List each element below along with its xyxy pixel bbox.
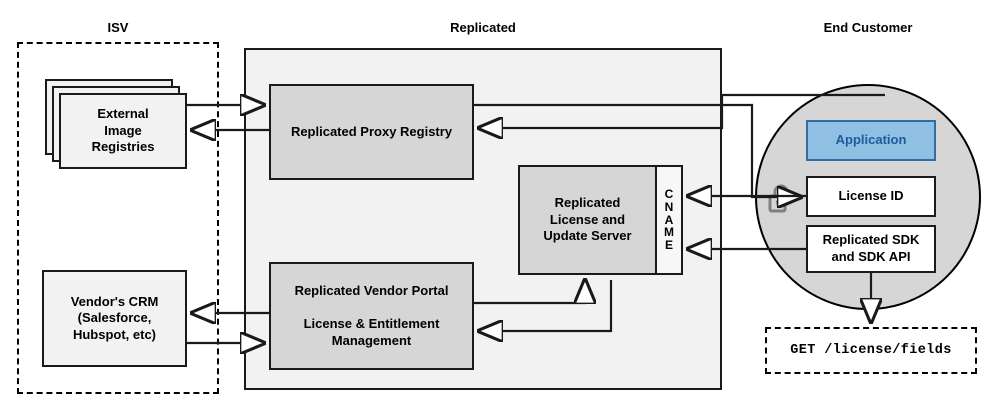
cname-letter-e: E [664, 238, 673, 253]
node-external-image-registries[interactable]: External Image Registries [59, 93, 187, 169]
node-replicated-vendor-portal[interactable]: Replicated Vendor Portal License & Entit… [269, 262, 474, 370]
cname-letter-m: M [664, 225, 674, 240]
node-api-request[interactable]: GET /license/fields [765, 327, 977, 374]
node-application[interactable]: Application [806, 120, 936, 161]
node-replicated-proxy-registry[interactable]: Replicated Proxy Registry [269, 84, 474, 180]
zone-title-replicated: Replicated [450, 20, 516, 35]
cname-label: C N A M E [655, 165, 683, 275]
zone-title-isv: ISV [107, 20, 129, 35]
wire-application-to-proxy [479, 93, 885, 128]
wire-vendor-portal-to-license-server [474, 280, 585, 303]
node-vendors-crm[interactable]: Vendor's CRM (Salesforce, Hubspot, etc) [42, 270, 187, 367]
wire-license-server-to-vendor-portal [479, 280, 613, 331]
wire-proxy-to-application [474, 103, 801, 197]
node-replicated-license-and-update-server[interactable]: Replicated License and Update Server [518, 165, 657, 275]
node-replicated-sdk[interactable]: Replicated SDK and SDK API [806, 225, 936, 273]
node-license-id[interactable]: License ID [806, 176, 936, 217]
zone-boundary-isv [17, 42, 219, 394]
cname-letter-a: A [664, 212, 674, 227]
cname-letter-n: N [664, 199, 674, 214]
cname-letter-c: C [664, 186, 674, 201]
zone-title-end-customer: End Customer [823, 20, 913, 35]
